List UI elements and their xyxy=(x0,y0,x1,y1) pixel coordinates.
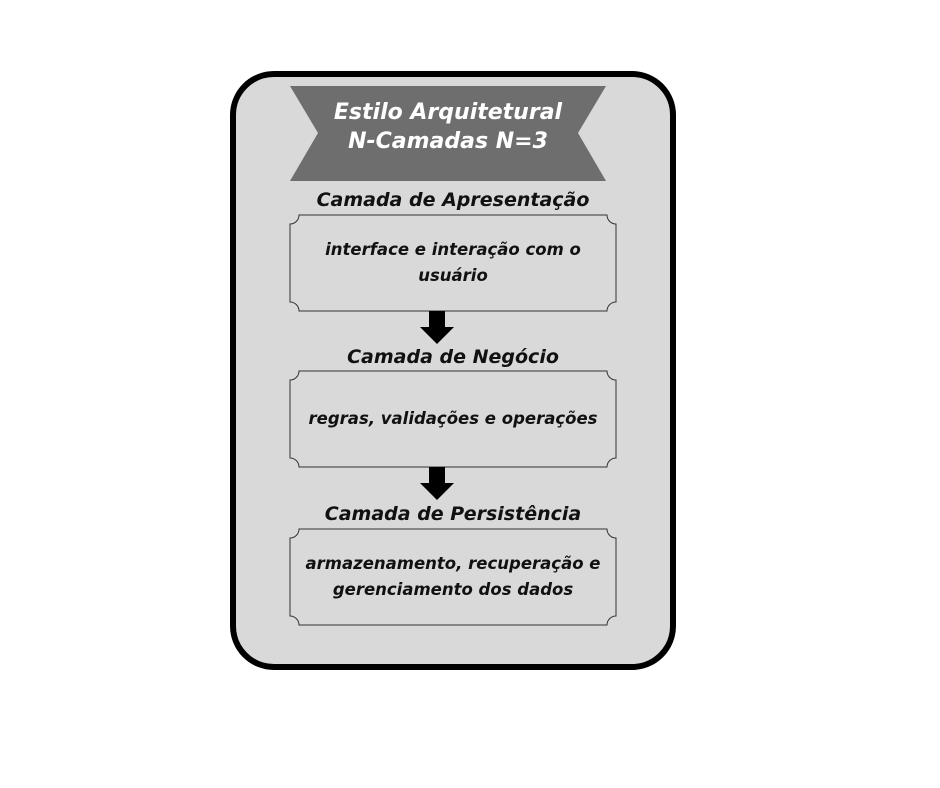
layer-box-persistence xyxy=(289,528,617,626)
layer-description-persistence: armazenamento, recuperação e gerenciamen… xyxy=(305,554,601,599)
layer-description-presentation: interface e interação com o usuário xyxy=(325,240,581,285)
layer-title-persistence: Camada de Persistência xyxy=(324,503,582,525)
title-banner xyxy=(290,86,606,181)
layer-box-business xyxy=(289,370,617,468)
diagram-title-line2: N-Camadas N=3 xyxy=(348,129,548,154)
diagram-title: Estilo Arquitetural N-Camadas N=3 xyxy=(290,98,606,156)
layer-title-presentation: Camada de Apresentação xyxy=(316,189,590,211)
down-arrow-icon xyxy=(420,467,454,500)
layer-description-business: regras, validações e operações xyxy=(308,409,598,428)
layer-title-business: Camada de Negócio xyxy=(347,346,559,368)
down-arrow-icon xyxy=(420,311,454,344)
layer-box-presentation xyxy=(289,214,617,312)
diagram-title-line1: Estilo Arquitetural xyxy=(333,100,563,125)
